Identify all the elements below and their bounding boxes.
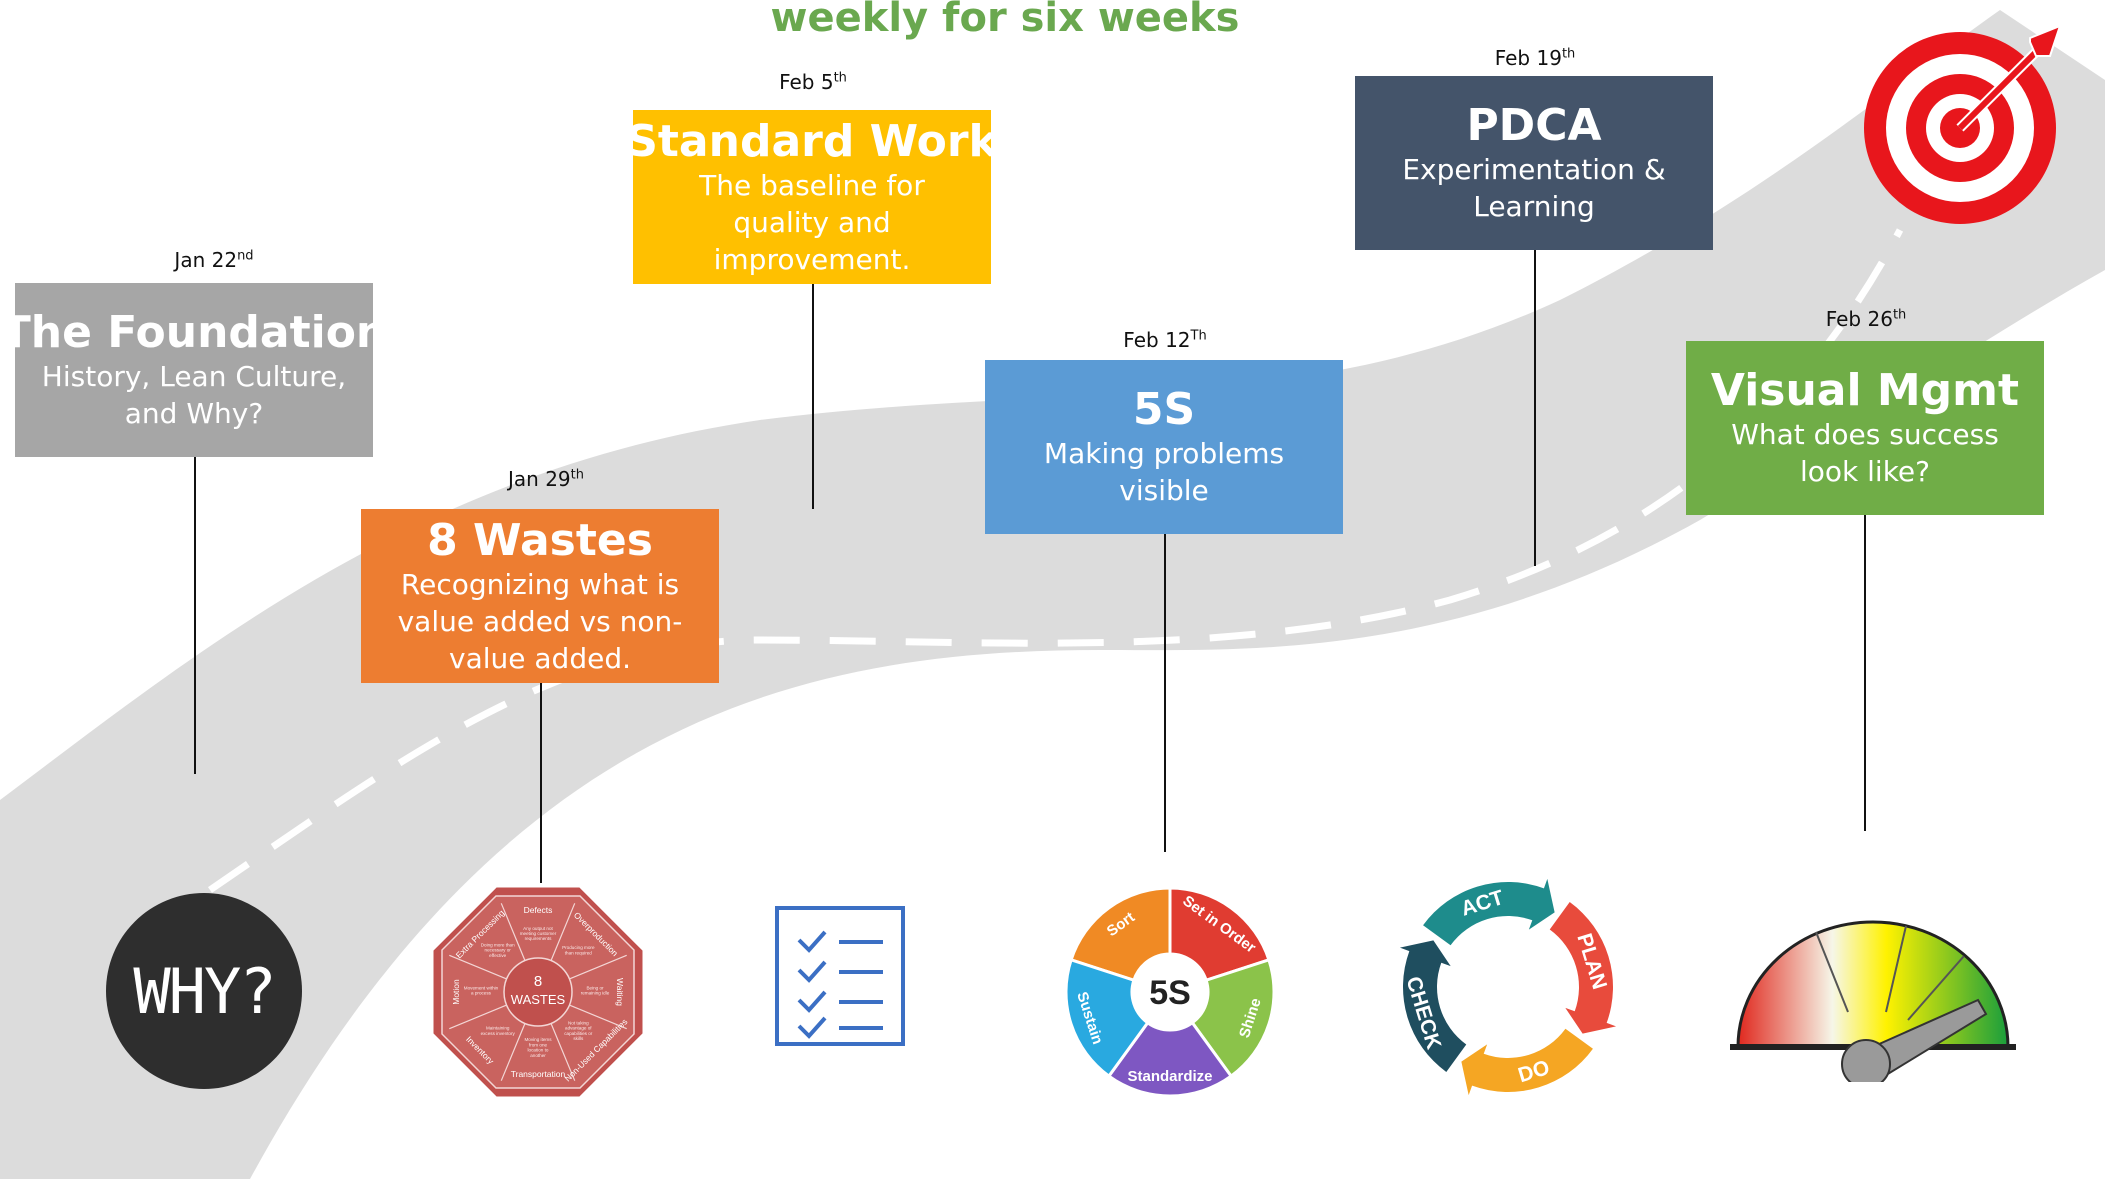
step-date-suffix: Th — [1190, 328, 1207, 344]
step-subtitle: Experimentation & Learning — [1402, 153, 1666, 223]
waste-segment-label: Waiting — [615, 978, 625, 1006]
step-title: 8 Wastes — [427, 514, 653, 566]
step-subtitle: What does success look like? — [1731, 418, 1999, 488]
road — [0, 10, 2105, 1179]
step-date: Jan 22nd — [134, 248, 294, 272]
pdca-arrow — [1461, 1028, 1593, 1096]
step-title: The Foundation — [0, 307, 388, 358]
step-date-suffix: nd — [237, 248, 254, 264]
step-date-suffix: th — [1561, 46, 1576, 62]
waste-segment-label: Defects — [524, 905, 553, 915]
pdca-arrow — [1423, 878, 1555, 946]
why-text: WHY? — [133, 954, 276, 1028]
why-icon: WHY? — [106, 893, 302, 1089]
step-date-main: Feb 12 — [1123, 328, 1191, 352]
step-connector — [1864, 515, 1866, 831]
step-date: Feb 26th — [1786, 307, 1946, 331]
step-subtitle: Making problems visible — [1043, 437, 1285, 507]
wastes-center-label: 8 — [534, 973, 542, 990]
step-date: Feb 5th — [733, 70, 893, 94]
step-subtitle: Recognizing what is value added vs non-v… — [397, 567, 683, 675]
checklist-icon — [775, 906, 905, 1046]
step-date-main: Jan 22 — [174, 248, 238, 272]
gauge-icon — [1730, 920, 2016, 1082]
step-date: Jan 29th — [466, 467, 626, 491]
waste-segment-label: Transportation — [511, 1069, 566, 1079]
step-date-suffix: th — [570, 467, 584, 483]
pdca-arrow — [1549, 902, 1617, 1034]
step-date: Feb 19th — [1455, 46, 1615, 70]
step-date-main: Feb 19 — [1494, 46, 1562, 70]
step-date-main: Jan 29 — [508, 467, 571, 491]
step-connector — [540, 683, 542, 883]
road-center-dash — [208, 228, 1904, 893]
waste-segment-label: Motion — [451, 979, 461, 1005]
step-date-suffix: th — [1892, 307, 1907, 323]
wastes-center-label-2: WASTES — [511, 992, 566, 1007]
five-s-center: 5S — [1149, 974, 1191, 1012]
step-title: 5S — [1132, 384, 1196, 435]
step-connector — [1164, 534, 1166, 852]
step-connector — [1534, 250, 1536, 566]
step-date-suffix: th — [833, 70, 847, 86]
pdca-arrow — [1399, 940, 1467, 1072]
step-date: Feb 12Th — [1085, 328, 1245, 352]
step-subtitle: History, Lean Culture, and Why? — [41, 360, 347, 430]
header-text: weekly for six weeks — [770, 0, 1240, 41]
five-s-segment-label: Standardize — [1127, 1068, 1212, 1085]
step-date-main: Feb 26 — [1825, 307, 1893, 331]
step-connector — [812, 284, 814, 509]
step-connector — [194, 457, 196, 774]
target-icon — [1864, 24, 2062, 224]
step-date-main: Feb 5 — [779, 70, 834, 94]
step-title: Visual Mgmt — [1710, 365, 2020, 416]
step-subtitle: The baseline for quality and improvement… — [699, 168, 925, 276]
step-title: Standard Work — [626, 115, 998, 167]
step-title: PDCA — [1466, 100, 1602, 151]
